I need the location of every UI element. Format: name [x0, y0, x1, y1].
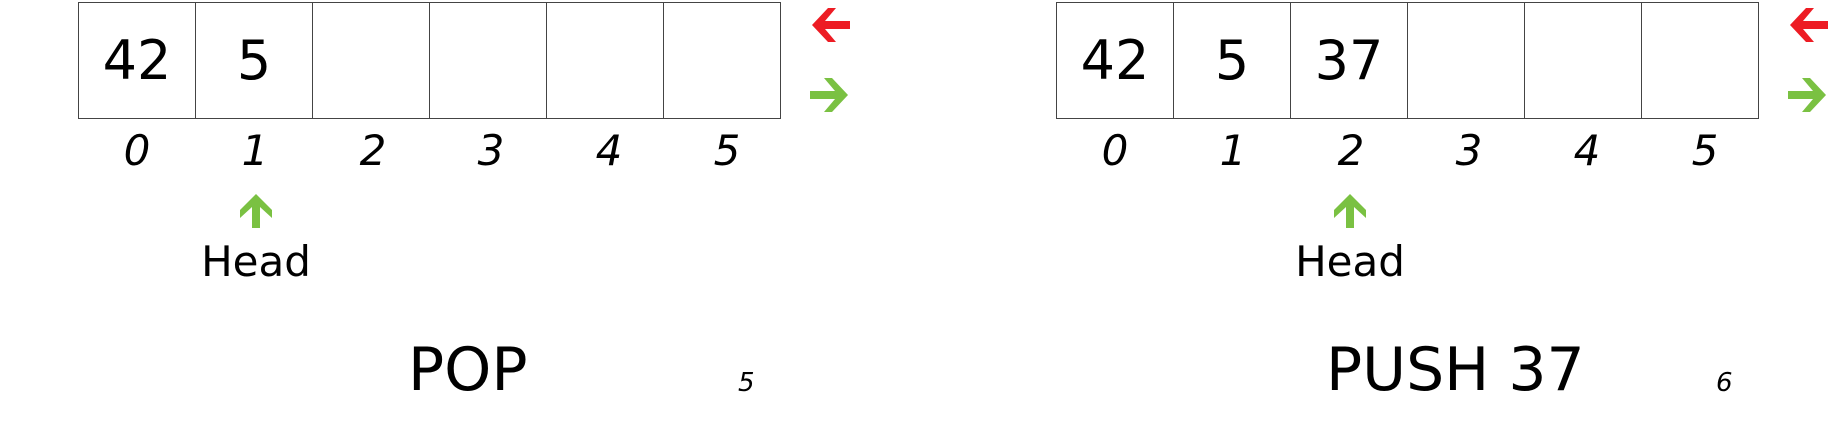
index-label: 1 — [1219, 126, 1247, 175]
push-right-arrow-icon — [808, 76, 852, 114]
array-cell-4 — [547, 2, 664, 119]
index-label: 2 — [1337, 126, 1365, 175]
index-label: 0 — [1101, 126, 1129, 175]
array-indices: 0 1 2 3 4 5 — [78, 126, 786, 176]
array-cells: 42 5 37 — [1056, 2, 1759, 119]
array-cells: 42 5 — [78, 2, 781, 119]
array-cell-3 — [1408, 2, 1525, 119]
index-label: 5 — [713, 126, 741, 175]
pop-left-arrow-icon — [1786, 6, 1829, 44]
array-cell-2 — [313, 2, 430, 119]
head-label: Head — [201, 237, 311, 286]
index-label: 1 — [241, 126, 269, 175]
array-cell-1: 5 — [196, 2, 313, 119]
index-label: 4 — [1573, 126, 1601, 175]
array-cell-5 — [664, 2, 781, 119]
array-cell-2: 37 — [1291, 2, 1408, 119]
array-cell-4 — [1525, 2, 1642, 119]
head-up-arrow-icon — [1332, 192, 1368, 230]
array-cell-3 — [430, 2, 547, 119]
array-cell-1: 5 — [1174, 2, 1291, 119]
operation-title: POP — [408, 335, 528, 405]
array-indices: 0 1 2 3 4 5 — [1056, 126, 1764, 176]
push-right-arrow-icon — [1786, 76, 1829, 114]
slide-pop: 42 5 0 1 2 3 4 5 Head POP 5 — [0, 0, 914, 442]
slide-push: 42 5 37 0 1 2 3 4 5 Head PUSH 37 6 — [914, 0, 1828, 442]
page-number: 5 — [738, 368, 755, 398]
pop-left-arrow-icon — [808, 6, 852, 44]
operation-title: PUSH 37 — [1326, 335, 1585, 405]
index-label: 5 — [1691, 126, 1719, 175]
head-label: Head — [1295, 237, 1405, 286]
page-number: 6 — [1716, 368, 1733, 398]
index-label: 2 — [359, 126, 387, 175]
array-cell-0: 42 — [79, 2, 196, 119]
index-label: 0 — [123, 126, 151, 175]
index-label: 3 — [1455, 126, 1483, 175]
array-cell-5 — [1642, 2, 1759, 119]
array-cell-0: 42 — [1057, 2, 1174, 119]
index-label: 4 — [595, 126, 623, 175]
head-up-arrow-icon — [238, 192, 274, 230]
index-label: 3 — [477, 126, 505, 175]
